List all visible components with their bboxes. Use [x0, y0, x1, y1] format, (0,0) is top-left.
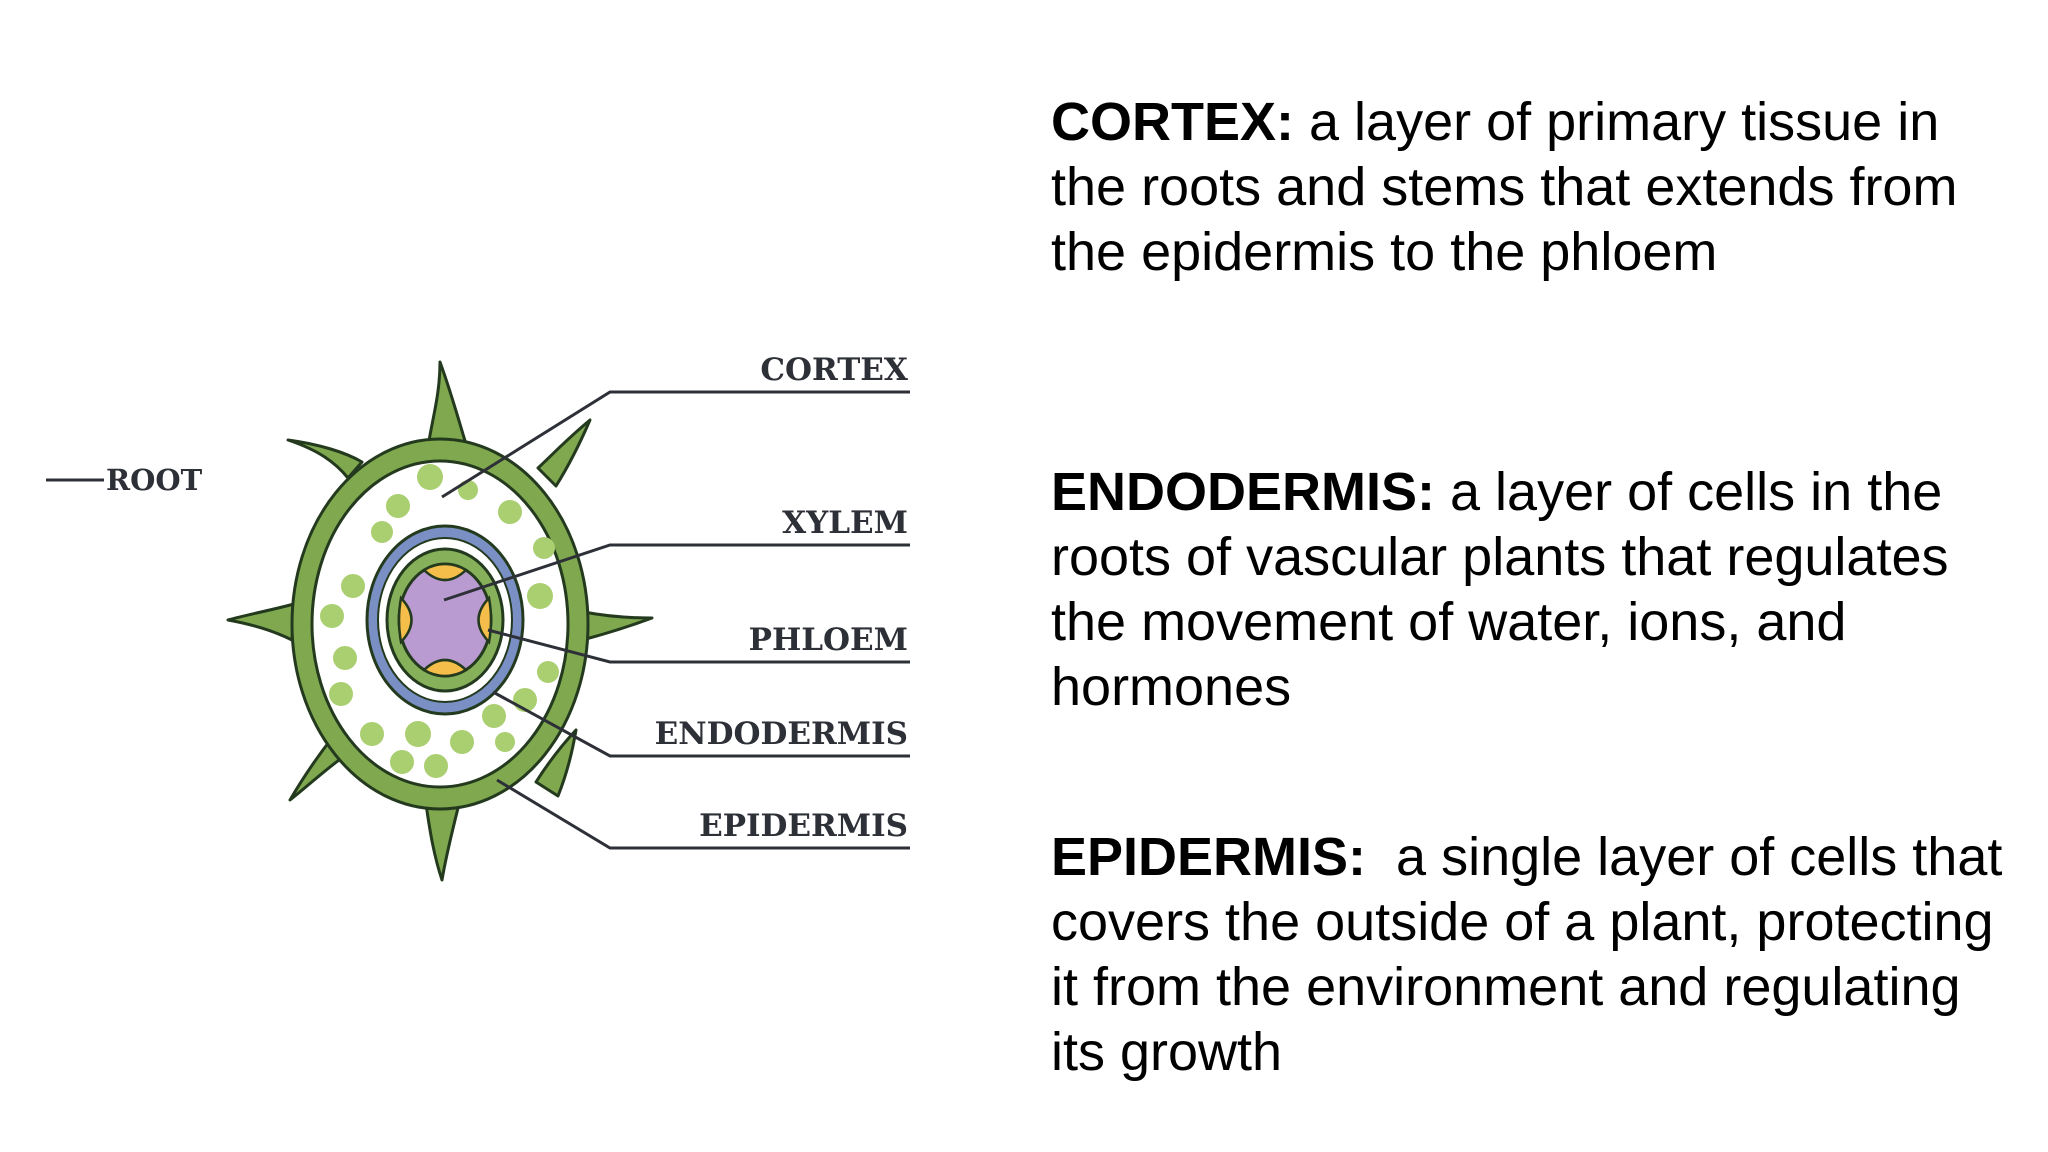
root-cross-section-diagram: ROOT — [46, 352, 910, 882]
xylem-label: XYLEM — [782, 505, 908, 541]
cortex-label: CORTEX — [760, 352, 909, 388]
cortex-cell — [498, 500, 522, 524]
phloem-leader-line — [487, 628, 910, 664]
root-hair-top — [426, 360, 468, 449]
root-hair-bottom-right — [534, 728, 578, 798]
phloem-label: PHLOEM — [749, 622, 908, 658]
endodermis-leader-line — [492, 690, 910, 758]
cortex-cell — [537, 661, 559, 683]
definition-endodermis: ENDODERMIS: a layer of cells in the root… — [1051, 460, 2011, 720]
cortex-cells — [320, 464, 559, 778]
root-label: ROOT — [106, 463, 203, 497]
cortex-cell — [533, 537, 555, 559]
endodermis-label: ENDODERMIS — [655, 716, 908, 752]
cortex-cell — [333, 646, 357, 670]
cortex-cell — [458, 480, 478, 500]
phloem-cells — [397, 562, 493, 678]
cortex-cell — [495, 732, 515, 752]
cortex-cell — [329, 682, 353, 706]
cortex-cell — [424, 754, 448, 778]
root-hair-left — [226, 602, 296, 642]
cortex-cell — [527, 583, 553, 609]
definition-cortex: CORTEX: a layer of primary tissue in the… — [1051, 90, 2011, 285]
phloem-cell-bottom — [421, 658, 469, 678]
cortex-cell — [417, 464, 443, 490]
root-hair-top-right — [536, 418, 592, 488]
definition-term: EPIDERMIS: — [1051, 827, 1367, 887]
cortex-cell — [390, 750, 414, 774]
cortex-cell — [386, 494, 410, 518]
definition-text: a single layer of cells that covers the … — [1051, 827, 2018, 1082]
cortex-cell — [360, 722, 384, 746]
root-hair-bottom — [424, 802, 460, 882]
definition-term: ENDODERMIS: — [1051, 462, 1436, 522]
cortex-cell — [320, 604, 344, 628]
cortex-cell — [405, 721, 431, 747]
definition-term: CORTEX: — [1051, 92, 1294, 152]
epidermis-leader-line — [496, 778, 910, 850]
definition-text: a layer of cells in the roots of vascula… — [1051, 462, 1949, 717]
xylem-leader-line — [443, 543, 910, 602]
phloem-cell-left — [397, 595, 413, 645]
cortex-leader-line — [441, 390, 910, 499]
cortex-cell — [371, 521, 393, 543]
definition-epidermis: EPIDERMIS: a single layer of cells that … — [1051, 825, 2011, 1085]
definition-text: a layer of primary tissue in the roots a… — [1051, 92, 1958, 282]
root-hair-right — [580, 610, 654, 642]
cortex-cell — [450, 730, 474, 754]
cortex-cell — [482, 704, 506, 728]
root-hair-top-left — [286, 438, 364, 480]
cortex-cell — [341, 574, 365, 598]
epidermis-label: EPIDERMIS — [699, 808, 908, 844]
phloem-cell-top — [421, 562, 469, 582]
